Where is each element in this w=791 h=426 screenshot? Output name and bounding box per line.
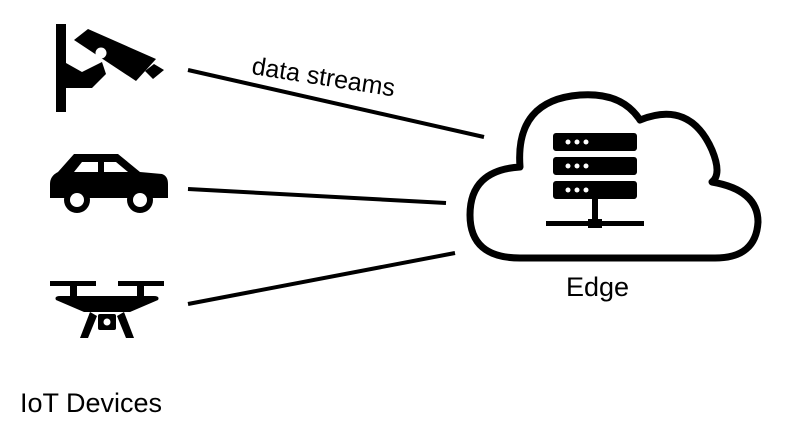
security-camera-icon [56,24,164,112]
edge-label: Edge [566,272,630,302]
stream-line-drone [187,251,456,306]
cloud-server-icon [466,91,762,262]
drone-icon [50,281,164,338]
server-stack-icon [546,133,644,228]
stream-line-camera [187,68,485,139]
iot-devices-label: IoT Devices [20,388,163,418]
car-icon [50,154,168,213]
stream-line-car [187,187,447,205]
